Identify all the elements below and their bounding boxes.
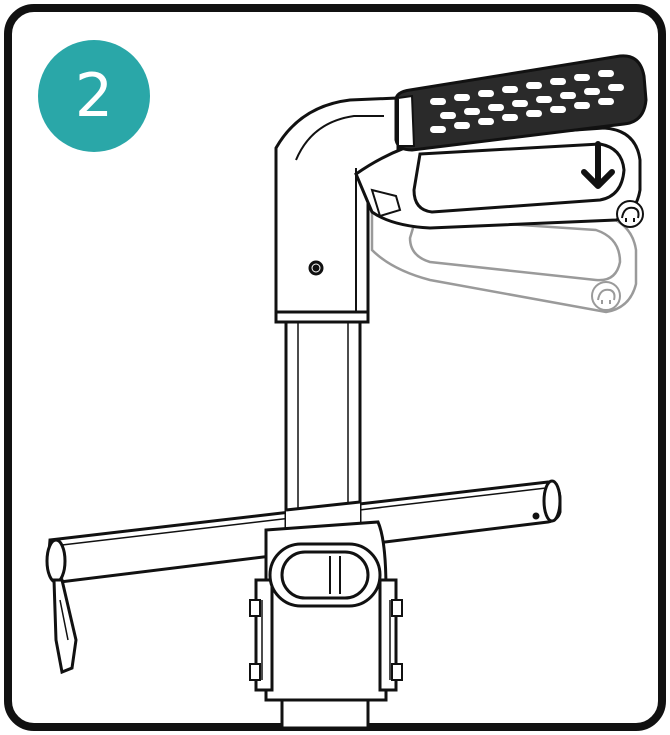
elephant-icon <box>591 281 621 311</box>
lever-active <box>354 126 642 230</box>
step-number: 2 <box>74 61 114 131</box>
step-badge <box>38 40 150 152</box>
arrow-down-icon <box>581 141 615 189</box>
handle-grip <box>394 54 648 152</box>
release-button <box>268 542 382 608</box>
crossbar-end-clip <box>52 578 78 675</box>
elephant-icon <box>616 200 644 228</box>
handle-head <box>274 96 400 324</box>
